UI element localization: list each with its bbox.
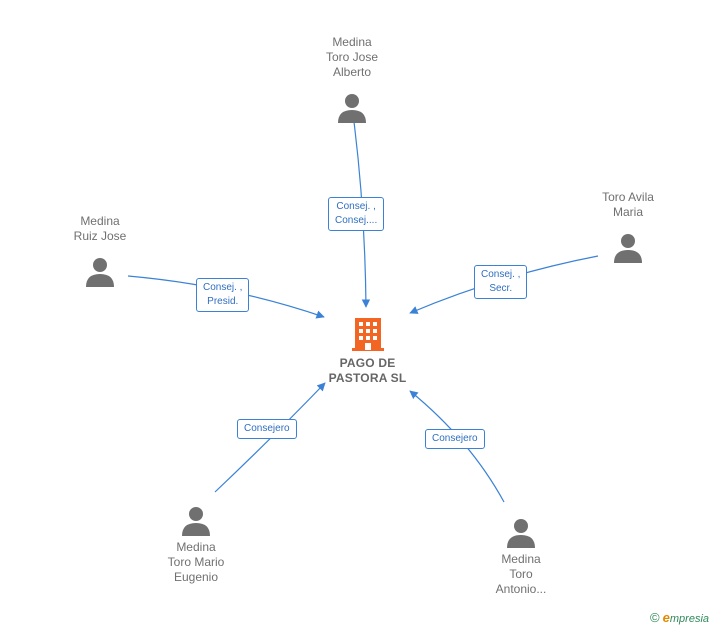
copyright-symbol: © <box>650 610 660 625</box>
relation-text: Presid. <box>207 296 239 307</box>
person-node-p2[interactable]: Medina Ruiz Jose <box>50 214 150 288</box>
company-name-line2: PASTORA SL <box>328 371 407 385</box>
brand-rest: mpresia <box>669 613 710 625</box>
person-name: Ruiz Jose <box>73 229 127 243</box>
relation-text: Consej. , <box>481 269 521 280</box>
person-name: Alberto <box>332 65 372 79</box>
person-name: Medina <box>80 214 120 228</box>
relation-text: Secr. <box>489 283 513 294</box>
relation-label-p1[interactable]: Consej. , Consej.... <box>328 197 385 231</box>
relation-label-p5[interactable]: Consejero <box>425 429 485 449</box>
building-icon <box>352 318 384 351</box>
person-name: Toro <box>509 567 533 581</box>
company-node[interactable]: PAGO DE PASTORA SL <box>310 356 425 386</box>
relation-text: Consej. , <box>203 282 243 293</box>
person-node-p5[interactable]: Medina Toro Antonio... <box>471 517 571 597</box>
person-name: Toro Mario <box>167 555 225 569</box>
person-node-p1[interactable]: Medina Toro Jose Alberto <box>302 35 402 124</box>
person-icon <box>182 507 210 536</box>
person-icon <box>338 94 366 123</box>
relation-text: Consej.... <box>335 215 378 226</box>
relation-label-p4[interactable]: Consejero <box>237 419 297 439</box>
person-node-p4[interactable]: Medina Toro Mario Eugenio <box>146 505 246 585</box>
relation-text: Consej. , <box>336 201 376 212</box>
person-icon <box>507 519 535 548</box>
person-name: Toro Avila <box>602 190 654 204</box>
brand-logo: © empresia <box>650 610 709 625</box>
person-name: Toro Jose <box>325 50 379 64</box>
person-name: Eugenio <box>173 570 219 584</box>
person-name: Medina <box>176 540 216 554</box>
person-name: Medina <box>501 552 541 566</box>
person-icon <box>614 234 642 263</box>
relation-label-p3[interactable]: Consej. , Secr. <box>474 265 528 299</box>
company-name-line1: PAGO DE <box>339 356 396 370</box>
brand-e: e <box>662 610 670 625</box>
person-icon <box>86 258 114 287</box>
person-name: Maria <box>612 205 643 219</box>
relation-label-p2[interactable]: Consej. , Presid. <box>196 278 250 312</box>
person-name: Medina <box>332 35 372 49</box>
person-name: Antonio... <box>495 582 547 596</box>
person-node-p3[interactable]: Toro Avila Maria <box>578 190 678 264</box>
relation-text: Consejero <box>244 423 290 434</box>
relation-text: Consejero <box>432 433 478 444</box>
